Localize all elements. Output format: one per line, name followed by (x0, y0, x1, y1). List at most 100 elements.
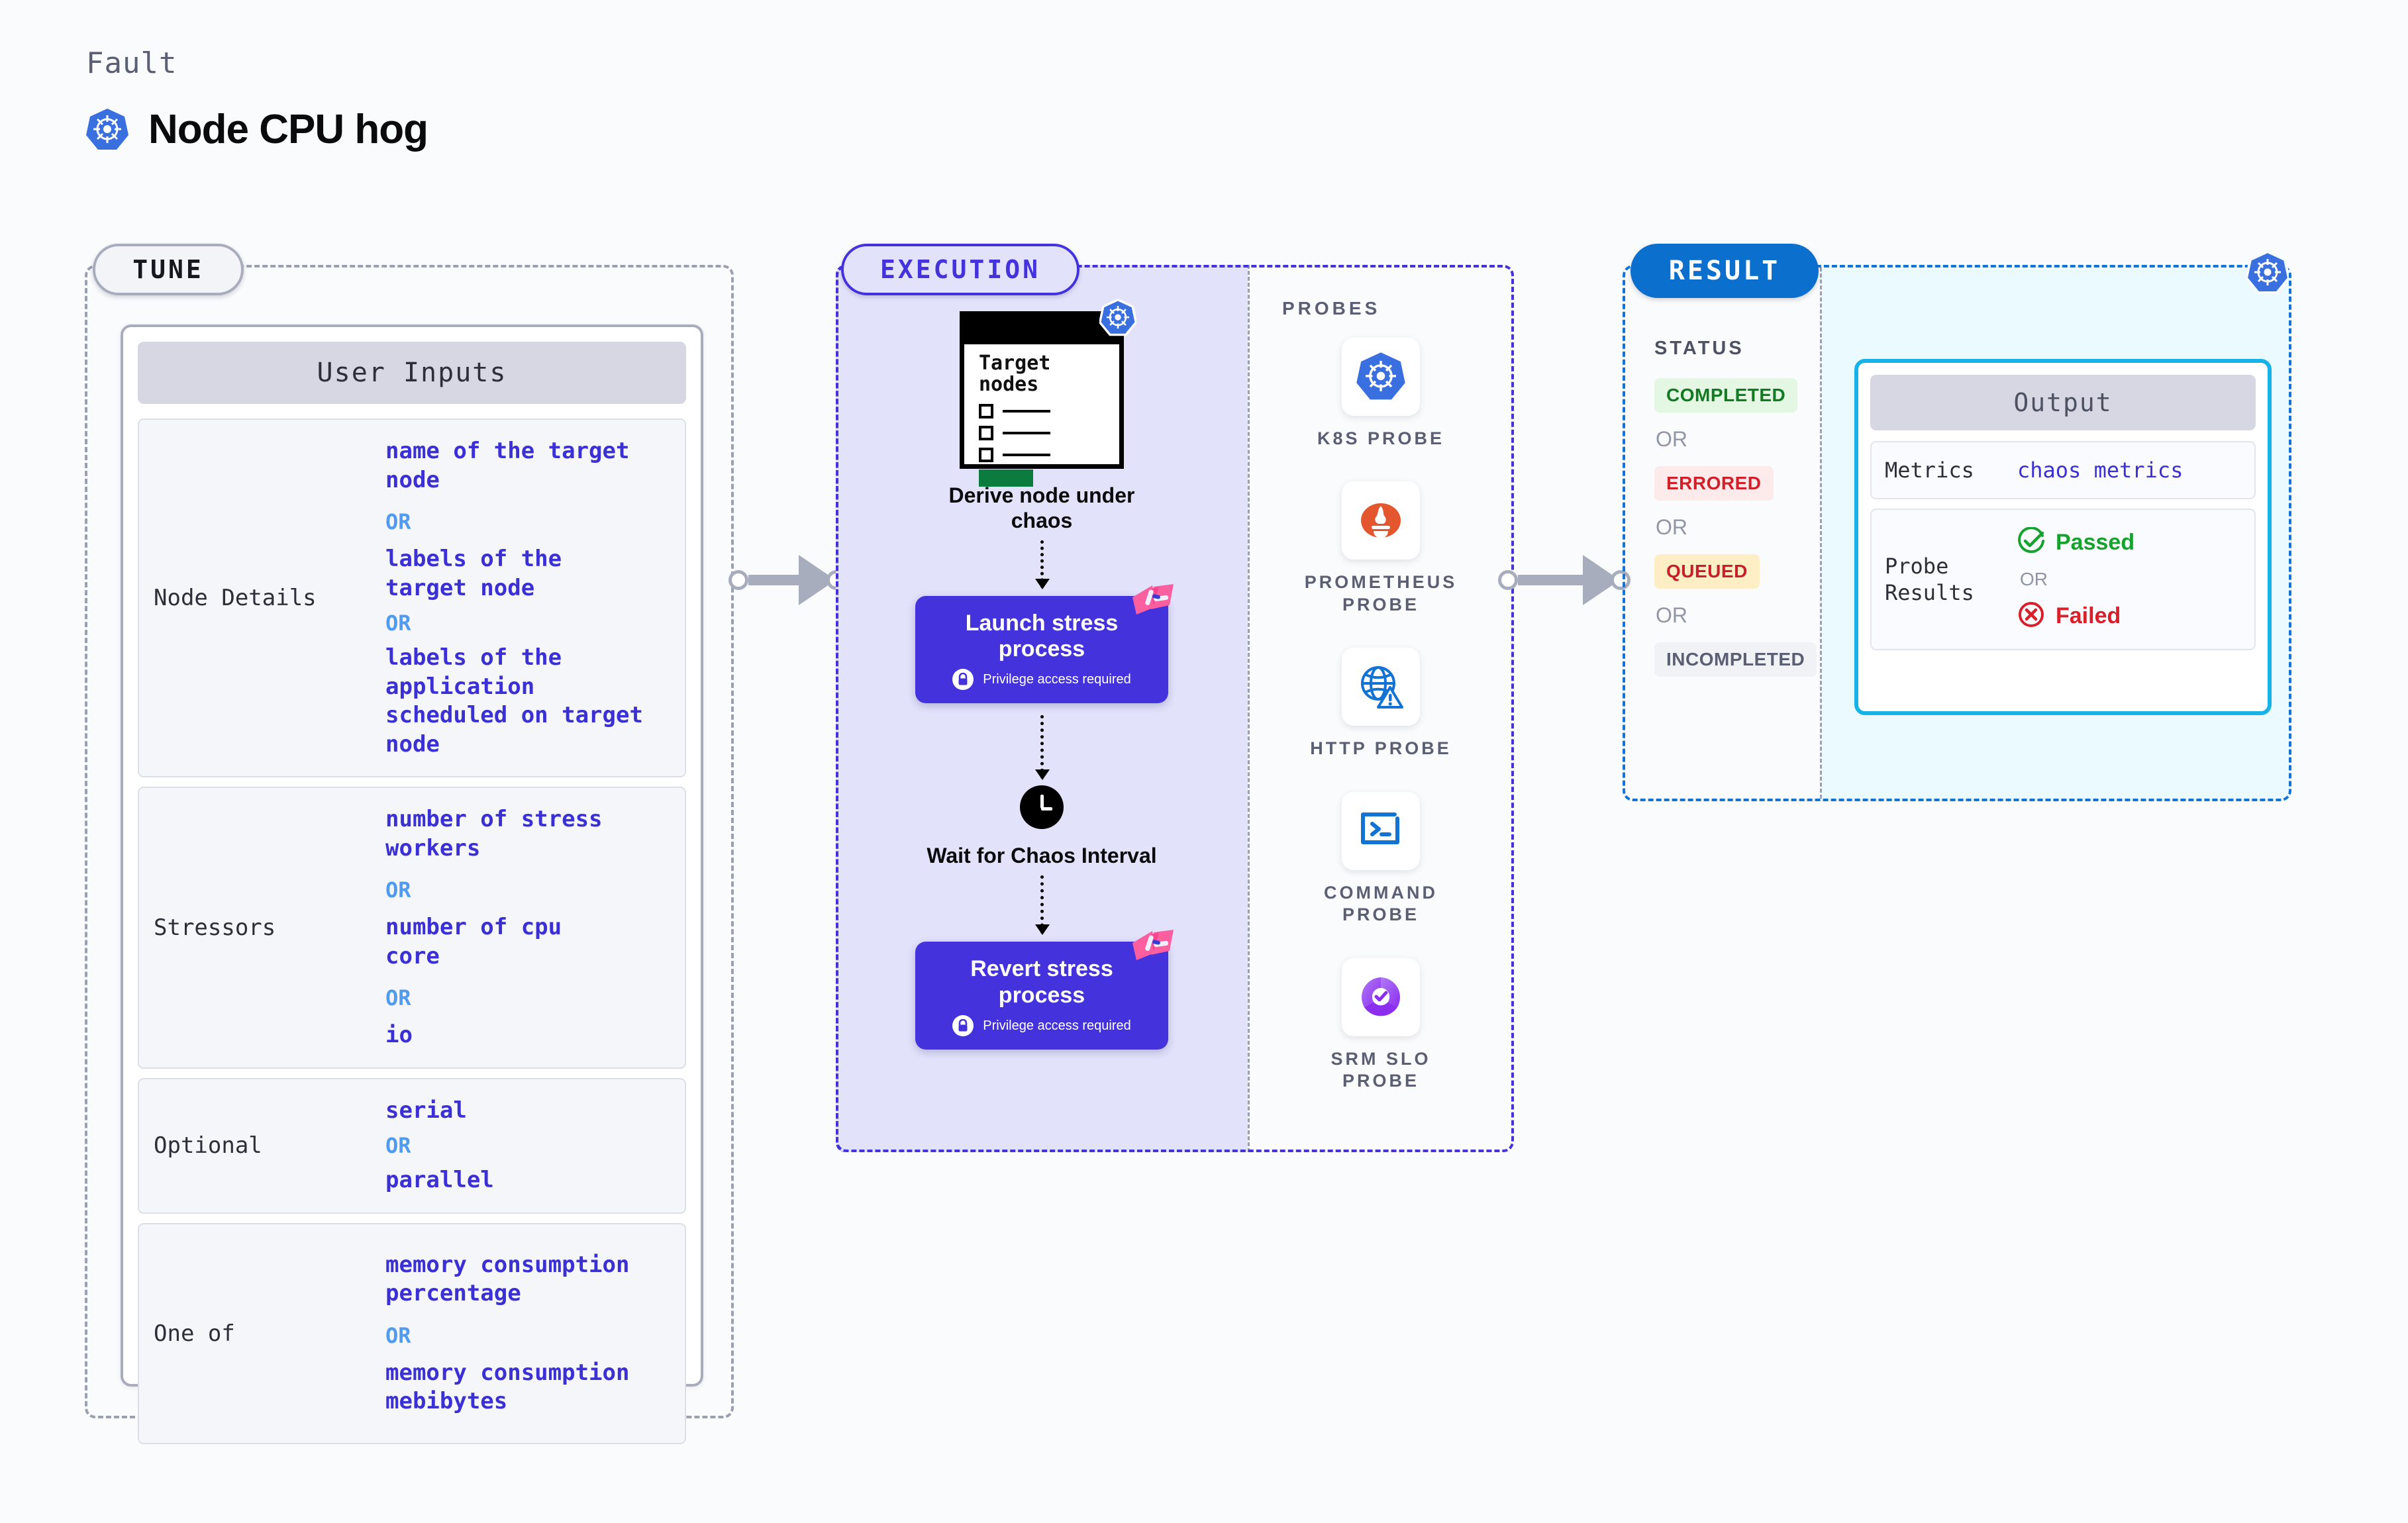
output-row-values: Passed OR Failed (2017, 526, 2241, 632)
input-value: memory consumption percentage (385, 1251, 630, 1307)
input-value: serial (385, 1097, 467, 1124)
output-metric-value: chaos metrics (2017, 458, 2183, 483)
ribbon-icon (1127, 583, 1178, 630)
output-card: Output Metrics chaos metrics Probe Resul… (1854, 359, 2272, 715)
flow-arrow-icon (1034, 875, 1050, 936)
or-separator: OR (385, 1133, 411, 1159)
result-section-frame (1623, 265, 2291, 801)
lock-icon (952, 669, 974, 691)
status-badge-queued: QUEUED (1654, 554, 1760, 589)
rule-line (1003, 409, 1050, 413)
input-row-label: Stressors (154, 914, 276, 941)
probes-panel-divider (1248, 265, 1514, 1152)
privilege-note-row: Privilege access required (927, 669, 1156, 691)
input-row-values: memory consumption percentage OR memory … (385, 1251, 670, 1416)
or-separator: OR (1656, 603, 1687, 627)
flow-arrow-icon (1034, 540, 1050, 589)
document-checklist-line (979, 403, 1107, 418)
terminal-icon (1361, 812, 1399, 844)
check-circle-icon (2017, 526, 2045, 558)
execution-flow: Target nodes (836, 298, 1248, 1050)
fault-title-row: Node CPU hog (86, 106, 428, 153)
execution-section-label: EXECUTION (841, 244, 1079, 295)
slo-donut-check-icon (1361, 977, 1401, 1016)
input-row-node-details[interactable]: Node Details name of the target node OR … (138, 418, 686, 778)
output-row-probe-results[interactable]: Probe Results Passed OR (1870, 509, 2256, 650)
x-circle-icon (2017, 601, 2045, 632)
probe-tile (1342, 958, 1420, 1036)
probe-result-passed: Passed (2017, 526, 2241, 558)
connector-start-dot (728, 570, 748, 590)
flow-step-revert-stress-process[interactable]: Revert stress process Privilege access r… (915, 930, 1174, 1050)
input-value: labels of the target node (385, 546, 562, 601)
or-separator: OR (2020, 569, 2048, 589)
document-title-bar (964, 315, 1120, 344)
status-badge-errored: ERRORED (1654, 466, 1774, 501)
or-separator: OR (385, 985, 411, 1011)
user-inputs-card: User Inputs Node Details name of the tar… (121, 324, 703, 1444)
flow-step-caption: Derive node under chaos (948, 483, 1135, 532)
probe-item-prometheus[interactable]: PROMETHEUS PROBE (1295, 481, 1467, 616)
kubernetes-icon (86, 107, 128, 152)
rule-line (1003, 431, 1050, 434)
probe-item-command[interactable]: COMMAND PROBE (1295, 791, 1467, 926)
output-row-label: Probe Results (1885, 554, 1974, 605)
document-checklist-line (979, 447, 1107, 462)
probe-name: SRM SLO PROBE (1330, 1048, 1431, 1091)
probe-result-pass-label: Passed (2056, 530, 2135, 555)
probe-name: COMMAND PROBE (1324, 882, 1438, 925)
input-value: parallel (385, 1167, 494, 1194)
flow-step-caption: Wait for Chaos Interval (927, 844, 1157, 868)
probe-item-k8s[interactable]: K8S PROBE (1317, 338, 1444, 450)
probe-tile (1341, 338, 1420, 416)
execution-section-frame (836, 265, 1514, 1152)
or-separator: OR (385, 509, 411, 535)
flow-step-title: Launch stress process (965, 610, 1119, 662)
or-separator: OR (385, 611, 411, 636)
document-checklist-line (979, 425, 1107, 440)
privilege-note-text: Privilege access required (983, 671, 1131, 687)
connector-tune-to-execution (728, 555, 846, 605)
document-body: Target nodes (979, 352, 1107, 487)
kubernetes-icon (2244, 250, 2291, 299)
input-value: labels of the application scheduled on t… (385, 644, 643, 758)
checkbox-icon (979, 425, 993, 440)
or-separator: OR (385, 1322, 411, 1348)
probe-item-http[interactable]: HTTP PROBE (1310, 648, 1452, 760)
probe-item-srm-slo[interactable]: SRM SLO PROBE (1295, 958, 1467, 1093)
page-title: Node CPU hog (148, 107, 428, 152)
or-separator: OR (1656, 427, 1687, 451)
lock-icon (952, 1015, 974, 1036)
connector-end-dot (1611, 570, 1630, 590)
probes-list: K8S PROBE PROMETHEUS PROBE (1248, 338, 1514, 1093)
input-value: number of cpu core (385, 914, 562, 969)
globe-warning-icon (1361, 666, 1403, 709)
flow-step-title: Revert stress process (970, 956, 1113, 1008)
input-row-values: name of the target node OR labels of the… (385, 437, 670, 759)
privilege-note-text: Privilege access required (983, 1018, 1131, 1033)
flow-step-launch-stress-process[interactable]: Launch stress process Privilege access r… (915, 583, 1174, 704)
flow-arrow-icon (1034, 715, 1050, 781)
input-row-values: serial OR parallel (385, 1097, 670, 1195)
input-value: number of stress workers (385, 806, 603, 861)
probe-tile (1342, 791, 1420, 870)
checkbox-icon (979, 447, 993, 462)
input-row-one-of[interactable]: One of memory consumption percentage OR … (138, 1222, 686, 1444)
status-badge-completed: COMPLETED (1654, 378, 1798, 413)
probe-name: PROMETHEUS PROBE (1304, 572, 1458, 614)
output-row-values: chaos metrics (2017, 458, 2241, 483)
probe-tile (1342, 648, 1420, 726)
document-title: Target nodes (979, 352, 1051, 397)
or-separator: OR (1656, 515, 1687, 539)
ribbon-icon (1127, 928, 1178, 975)
output-row-metrics[interactable]: Metrics chaos metrics (1870, 441, 2256, 499)
status-column: STATUS COMPLETED OR ERRORED OR QUEUED OR… (1654, 338, 1817, 677)
input-row-label: One of (154, 1320, 235, 1347)
input-row-optional[interactable]: Optional serial OR parallel (138, 1077, 686, 1214)
input-row-stressors[interactable]: Stressors number of stress workers OR nu… (138, 787, 686, 1069)
connector-line (748, 575, 800, 585)
probe-tile (1342, 481, 1420, 560)
kubernetes-icon (1356, 352, 1405, 400)
status-badge-incompleted: INCOMPLETED (1654, 642, 1817, 677)
privilege-note-row: Privilege access required (927, 1015, 1156, 1036)
